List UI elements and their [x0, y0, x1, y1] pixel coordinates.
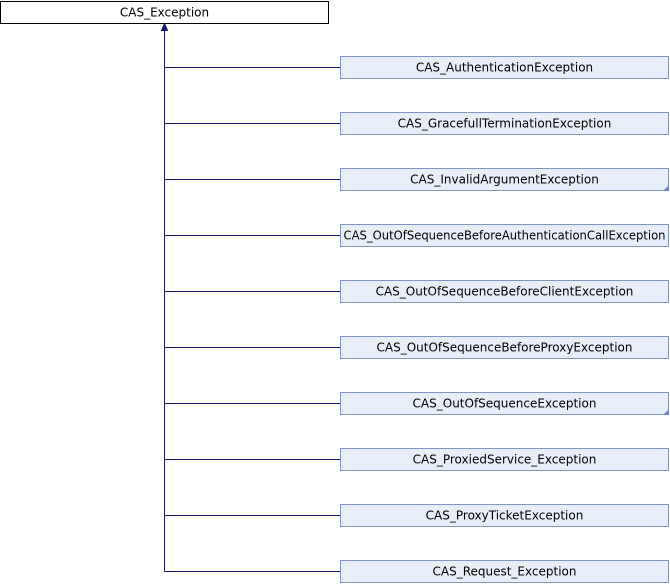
- derived-class-node[interactable]: CAS_ProxiedService_Exception: [340, 448, 669, 471]
- derived-class-box: [340, 112, 669, 135]
- derived-class-node[interactable]: CAS_OutOfSequenceBeforeProxyException: [340, 336, 669, 359]
- derived-class-box: [340, 392, 669, 415]
- derived-class-label: CAS_ProxiedService_Exception: [413, 453, 597, 467]
- derived-class-node[interactable]: CAS_OutOfSequenceException: [340, 392, 669, 415]
- derived-class-box: [340, 448, 669, 471]
- derived-class-box: [340, 560, 669, 583]
- derived-class-label: CAS_OutOfSequenceBeforeAuthenticationCal…: [344, 229, 666, 243]
- derived-class-nodes: CAS_AuthenticationExceptionCAS_Gracefull…: [340, 56, 669, 583]
- derived-class-box: [340, 168, 669, 191]
- more-subclasses-marker-icon: [663, 185, 669, 191]
- derived-class-label: CAS_GracefullTerminationException: [398, 117, 612, 131]
- more-subclasses-marker-icon: [663, 409, 669, 415]
- derived-class-node[interactable]: CAS_GracefullTerminationException: [340, 112, 669, 135]
- base-class-label: CAS_Exception: [120, 6, 209, 20]
- base-class-box: [0, 1, 329, 24]
- derived-class-box: [340, 280, 669, 303]
- derived-class-label: CAS_InvalidArgumentException: [410, 173, 599, 187]
- derived-class-box: [340, 504, 669, 527]
- derived-class-box: [340, 56, 669, 79]
- inheritance-edges: [160, 22, 341, 572]
- derived-class-box: [340, 336, 669, 359]
- derived-class-box: [340, 224, 669, 247]
- derived-class-label: CAS_OutOfSequenceBeforeClientException: [376, 285, 634, 299]
- derived-class-node[interactable]: CAS_OutOfSequenceBeforeAuthenticationCal…: [340, 224, 669, 247]
- inheritance-arrowhead-icon: [160, 22, 169, 31]
- derived-class-label: CAS_Request_Exception: [432, 565, 576, 579]
- derived-class-node[interactable]: CAS_OutOfSequenceBeforeClientException: [340, 280, 669, 303]
- derived-class-label: CAS_OutOfSequenceBeforeProxyException: [377, 341, 633, 355]
- derived-class-node[interactable]: CAS_ProxyTicketException: [340, 504, 669, 527]
- derived-class-node[interactable]: CAS_AuthenticationException: [340, 56, 669, 79]
- derived-class-node[interactable]: CAS_InvalidArgumentException: [340, 168, 669, 191]
- derived-class-node[interactable]: CAS_Request_Exception: [340, 560, 669, 583]
- derived-class-label: CAS_ProxyTicketException: [426, 509, 584, 523]
- derived-class-label: CAS_AuthenticationException: [416, 61, 593, 75]
- derived-class-label: CAS_OutOfSequenceException: [413, 397, 597, 411]
- base-class-node[interactable]: CAS_Exception: [0, 1, 329, 24]
